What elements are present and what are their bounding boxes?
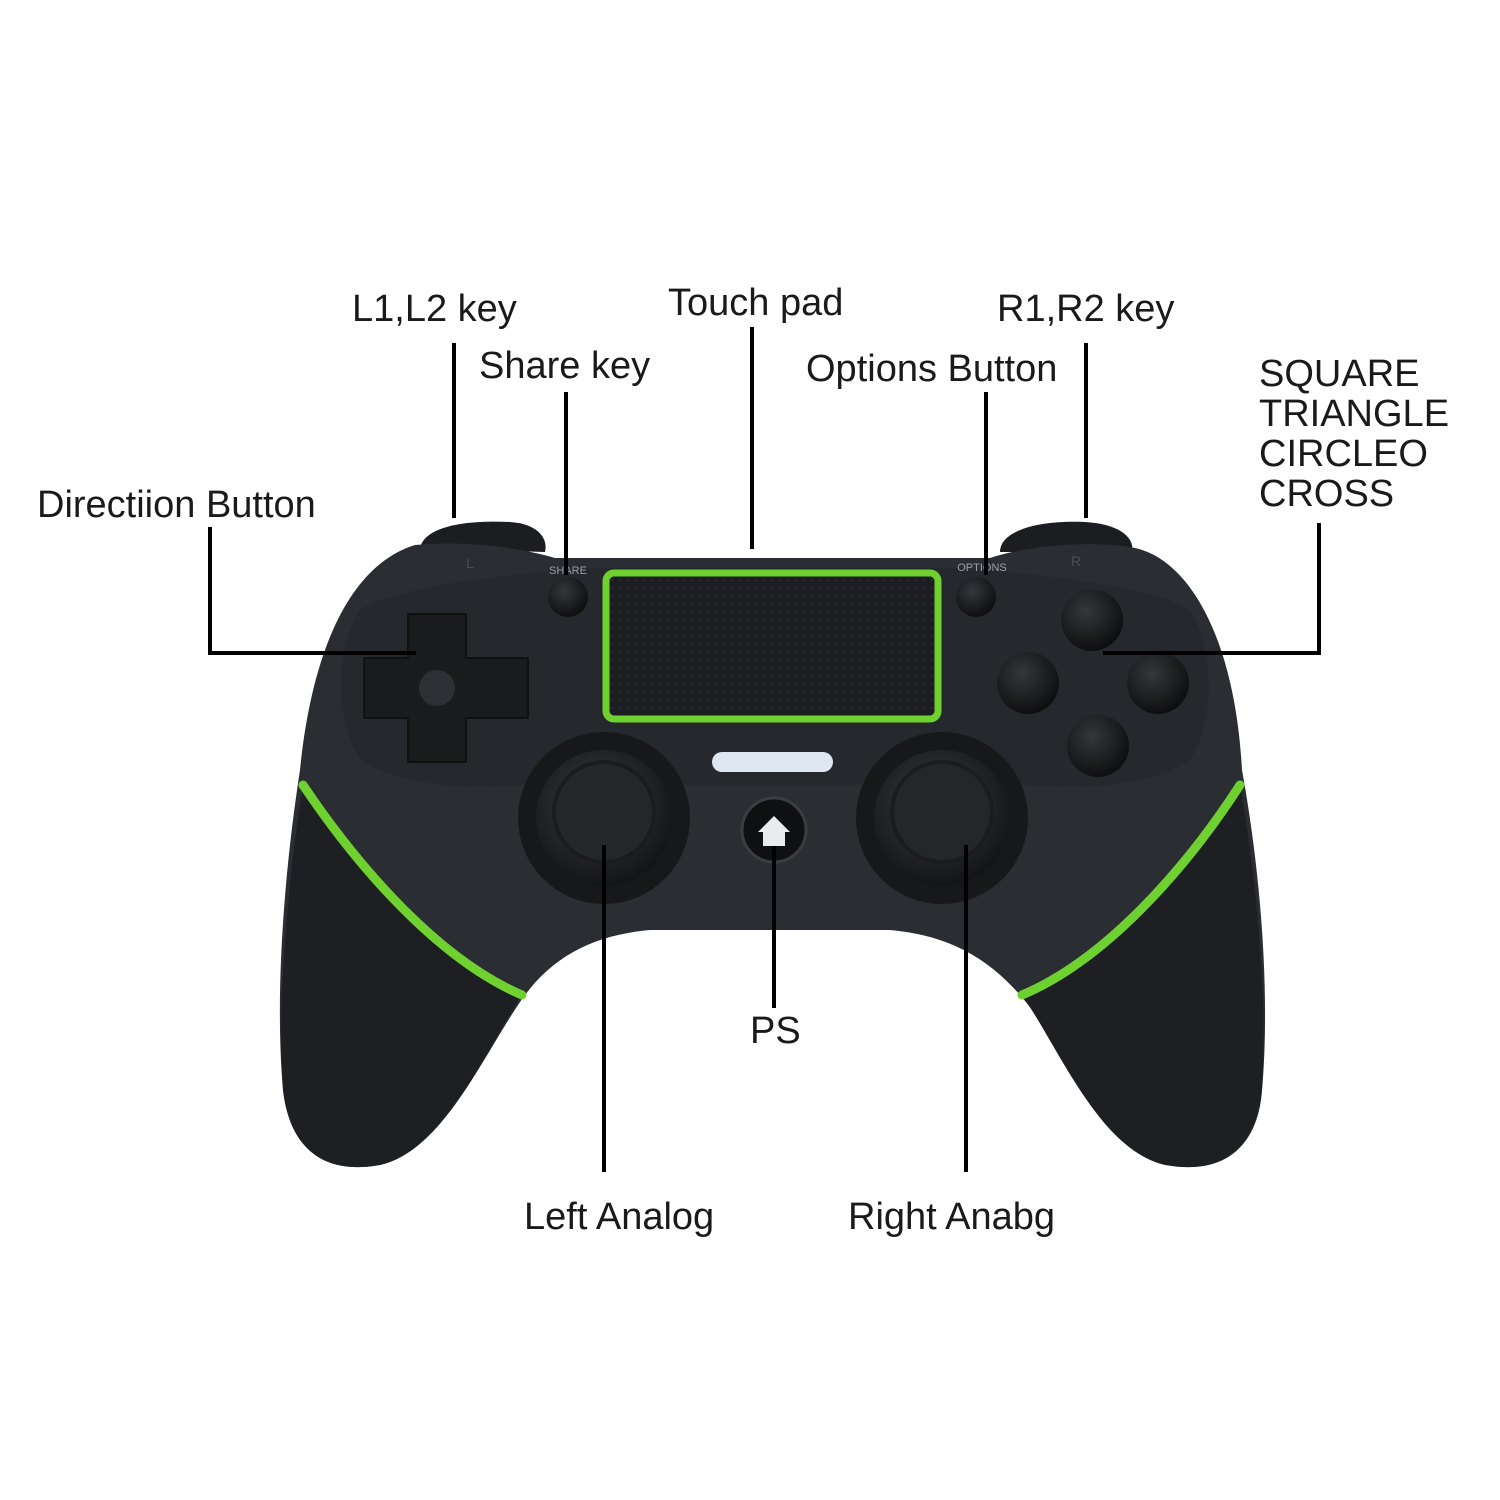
right-analog-label: Right Anabg <box>848 1196 1056 1238</box>
ps-leader <box>772 846 776 1008</box>
options-label: Options Button <box>806 348 1058 390</box>
touch-pad[interactable] <box>602 569 942 723</box>
touch-pad-leader <box>750 327 754 549</box>
left-analog-stick[interactable] <box>518 732 690 904</box>
left-analog-label: Left Analog <box>524 1196 715 1238</box>
face-buttons-leader-v <box>1317 523 1321 655</box>
square-button[interactable] <box>997 652 1059 714</box>
options-button[interactable] <box>956 577 996 617</box>
l-engraving: L <box>466 555 474 571</box>
l1-l2-leader <box>452 343 456 518</box>
r1-r2-leader <box>1084 343 1088 518</box>
direction-label: Directiion Button <box>37 484 316 526</box>
share-label: Share key <box>479 345 651 387</box>
cross-label: CROSS <box>1259 472 1395 515</box>
face-buttons-leader-h <box>1103 651 1321 655</box>
r1-r2-label: R1,R2 key <box>997 288 1175 330</box>
touch-pad-label: Touch pad <box>668 282 844 324</box>
l1-l2-label: L1,L2 key <box>352 288 517 330</box>
ps-label: PS <box>750 1010 801 1052</box>
triangle-button[interactable] <box>1061 589 1123 651</box>
left-grip <box>281 785 522 1168</box>
triangle-label: TRIANGLE <box>1259 392 1450 435</box>
right-analog-leader <box>964 845 968 1172</box>
share-button[interactable] <box>548 577 588 617</box>
r-engraving: R <box>1071 553 1081 569</box>
right-analog-stick[interactable] <box>856 732 1028 904</box>
left-green-trim <box>298 780 527 1000</box>
home-icon <box>758 816 790 846</box>
circle-button[interactable] <box>1127 652 1189 714</box>
direction-leader-h <box>208 651 416 655</box>
d-pad[interactable] <box>363 613 529 763</box>
circle-label: CIRCLEO <box>1259 432 1428 475</box>
options-leader <box>984 392 988 575</box>
light-bar <box>712 752 833 772</box>
square-label: SQUARE <box>1259 353 1420 395</box>
options-engraving: OPTIONS <box>957 562 1007 574</box>
direction-leader-v <box>208 527 212 655</box>
face-buttons-label: SQUARE TRIANGLE CIRCLEO CROSS <box>1259 353 1450 515</box>
cross-button[interactable] <box>1067 715 1129 777</box>
share-leader <box>564 392 568 575</box>
left-analog-leader <box>602 845 606 1172</box>
right-green-trim <box>1017 780 1245 1000</box>
right-grip <box>1022 785 1264 1168</box>
share-engraving: SHARE <box>549 565 587 577</box>
